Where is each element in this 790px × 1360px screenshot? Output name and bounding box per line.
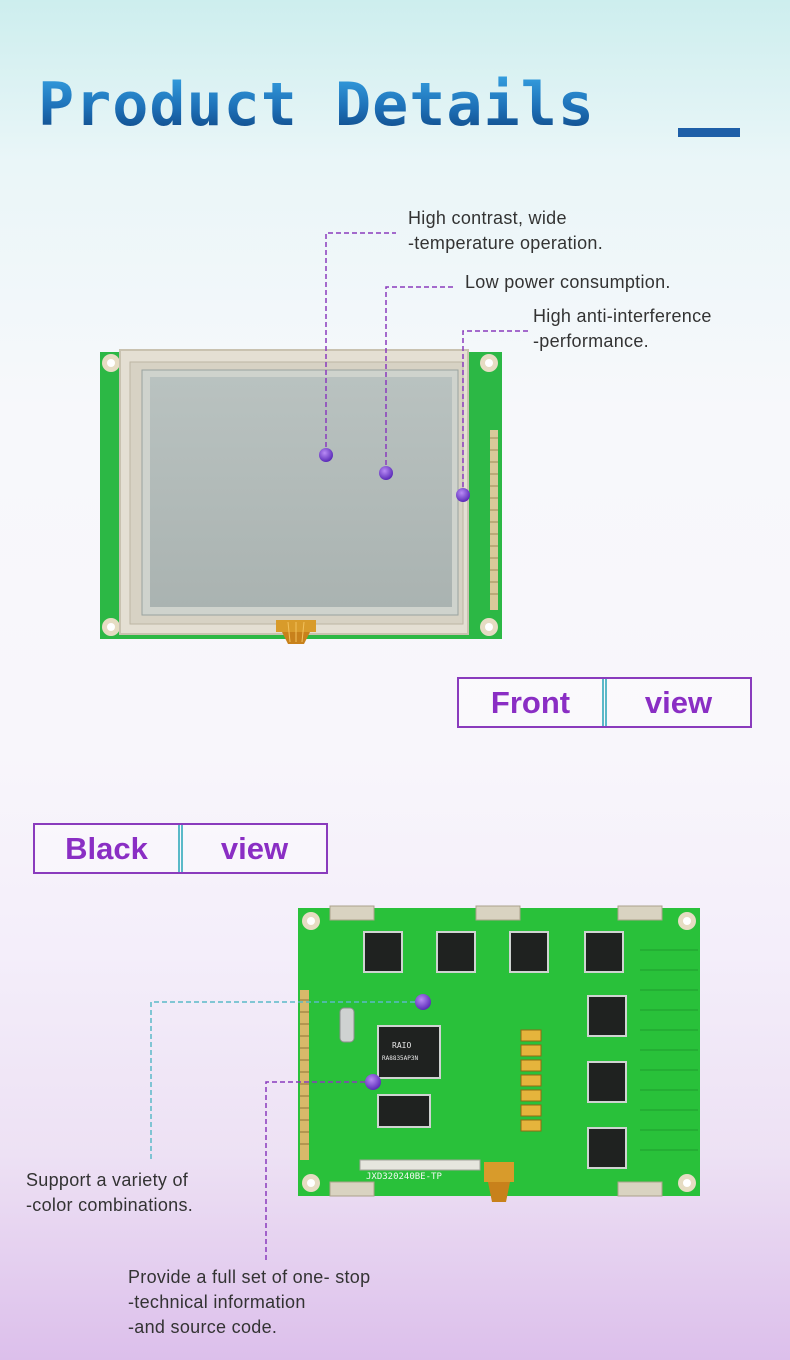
back-view-illustration: RAIO RA8835AP3N JXD320240BE-TP	[150, 905, 700, 1262]
callout-dot-2	[379, 466, 393, 480]
title-underline	[678, 128, 740, 137]
back-view-word2: view	[220, 830, 289, 866]
back-mounting-holes	[302, 912, 696, 1192]
front-view-illustration	[100, 232, 530, 644]
back-callout-line-2	[265, 1081, 373, 1262]
front-view-word1: Front	[490, 684, 571, 720]
frame-tabs	[329, 905, 663, 1197]
mounting-holes	[102, 354, 498, 636]
callout-line-2	[385, 286, 456, 473]
front-callout-2: Low power consumption.	[465, 272, 671, 292]
callout-line-1	[325, 232, 396, 455]
front-pin-header	[490, 430, 498, 610]
board-model-label: JXD320240BE-TP	[366, 1172, 442, 1182]
back-view-label: Black view	[33, 823, 328, 874]
chip-brand-label: RAIO	[392, 1041, 411, 1050]
back-pin-header	[300, 990, 309, 1160]
controller-chip	[377, 1025, 441, 1079]
driver-chips	[363, 931, 627, 1169]
back-view-word1: Black	[65, 830, 148, 866]
touch-flex-cable	[276, 620, 316, 644]
secondary-chip	[377, 1094, 431, 1128]
bottom-connector	[359, 1159, 481, 1171]
callout-dot-1	[319, 448, 333, 462]
back-callout-1: Support a variety of -color combinations…	[26, 1170, 194, 1215]
callout-line-3	[462, 330, 530, 495]
capacitors	[520, 1029, 542, 1132]
back-callout-dot-2	[365, 1074, 381, 1090]
back-pcb	[298, 908, 700, 1196]
crystal	[339, 1007, 355, 1043]
page-title: Product Details	[38, 70, 595, 140]
callout-dot-3	[456, 488, 470, 502]
back-callout-line-1	[150, 1001, 423, 1160]
chip-model-label: RA8835AP3N	[382, 1055, 419, 1062]
front-view-label: Front view	[457, 677, 752, 728]
front-callout-3: High anti-interference -performance.	[533, 306, 712, 351]
back-flex-cable	[484, 1162, 514, 1202]
front-callout-1: High contrast, wide -temperature operati…	[408, 208, 604, 253]
back-callout-2: Provide a full set of one- stop -technic…	[128, 1267, 371, 1337]
lcd-screen	[150, 377, 452, 607]
back-callout-dot-1	[415, 994, 431, 1010]
front-view-word2: view	[644, 684, 713, 720]
pcb-traces	[640, 949, 698, 1151]
